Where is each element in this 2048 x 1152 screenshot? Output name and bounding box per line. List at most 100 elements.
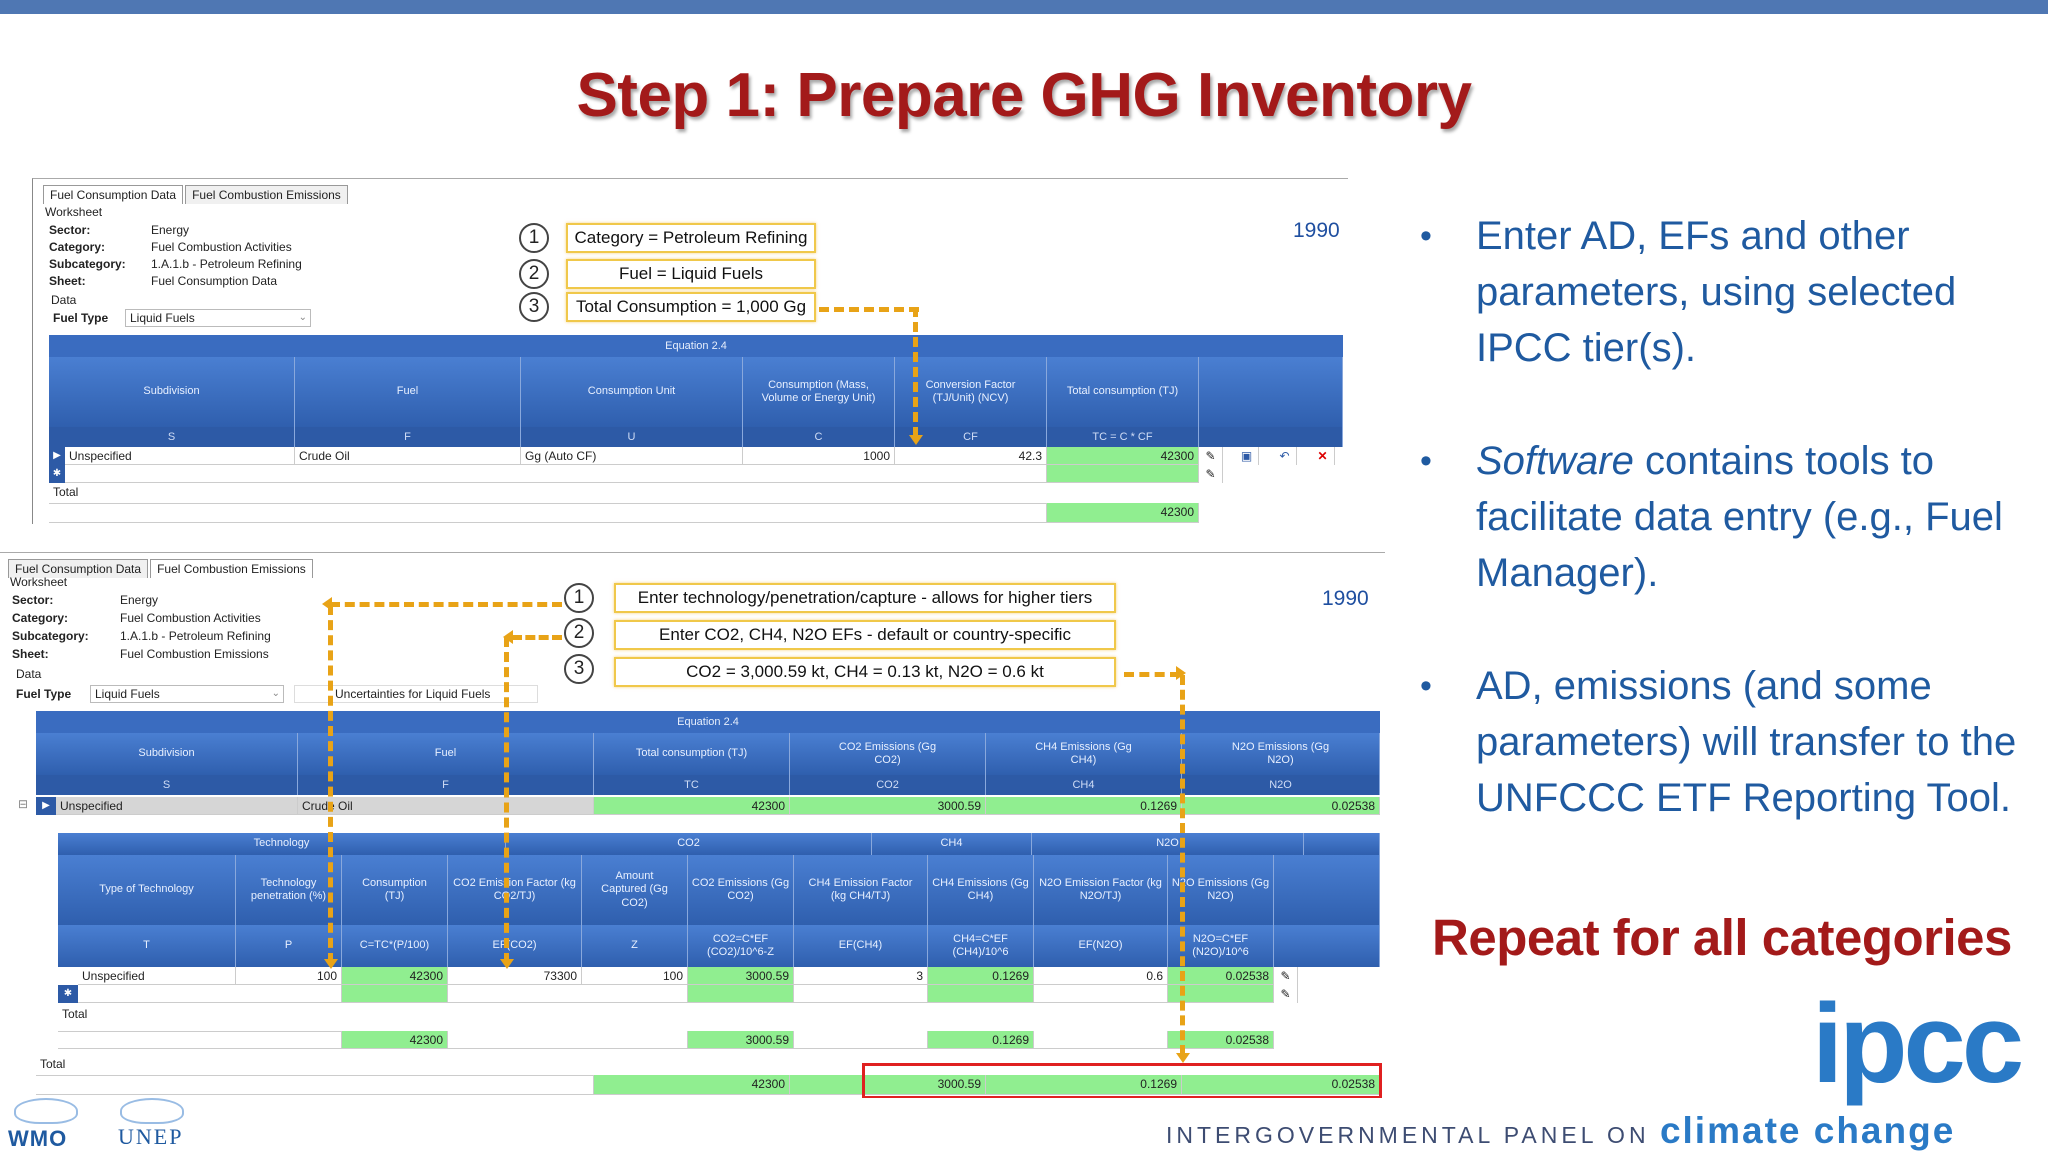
cell-consumption-unit[interactable]: Gg (Auto CF) xyxy=(521,447,743,465)
subheader-ch4[interactable]: CH4 xyxy=(986,775,1182,795)
fuel-type-value: Liquid Fuels xyxy=(130,311,195,325)
fuel-type-select[interactable]: Liquid Fuels ⌄ xyxy=(90,685,284,703)
tech-new-row-icon[interactable]: ✱ xyxy=(58,985,78,1003)
tech-new-edit-icon[interactable]: ✎ xyxy=(1274,985,1298,1003)
row-selector-icon[interactable]: ▶ xyxy=(36,797,56,815)
new-row-total xyxy=(1047,465,1199,483)
tech-cell-type[interactable]: Unspecified xyxy=(78,967,236,985)
subsub-ef-n2o: EF(N2O) xyxy=(1034,925,1168,967)
cell-conversion-factor[interactable]: 42.3 xyxy=(895,447,1047,465)
callout-emissions-result: CO2 = 3,000.59 kt, CH4 = 0.13 kt, N2O = … xyxy=(614,657,1116,687)
tab-fuel-consumption-data[interactable]: Fuel Consumption Data xyxy=(8,559,149,578)
tab-fuel-combustion-emissions[interactable]: Fuel Combustion Emissions xyxy=(185,185,348,204)
subsub-ch4-formula: CH4=C*EF (CH4)/10^6 xyxy=(928,925,1034,967)
callout-number-1: 1 xyxy=(564,583,594,613)
subheader-s[interactable]: S xyxy=(36,775,298,795)
sheet-label: Sheet: xyxy=(12,647,49,661)
subheader-n2o[interactable]: N2O xyxy=(1182,775,1380,795)
total-value: 42300 xyxy=(1047,503,1199,523)
tech-cell-n2o-ef[interactable]: 0.6 xyxy=(1034,967,1168,985)
top-accent-bar xyxy=(0,0,2048,14)
tab-fuel-combustion-emissions[interactable]: Fuel Combustion Emissions xyxy=(150,559,313,578)
header-consumption-unit: Consumption Unit xyxy=(521,357,743,427)
arrow-down-icon xyxy=(324,959,338,969)
subheader-tc[interactable]: TC = C * CF xyxy=(1047,427,1199,447)
tech-total-ch4: 0.1269 xyxy=(928,1031,1034,1049)
tech-cell-penetration[interactable]: 100 xyxy=(236,967,342,985)
tab-fuel-consumption-data[interactable]: Fuel Consumption Data xyxy=(43,185,184,204)
tech-edit-icon[interactable]: ✎ xyxy=(1274,967,1298,985)
new-edit-icon[interactable]: ✎ xyxy=(1199,465,1223,483)
save-icon[interactable]: ▣ xyxy=(1235,447,1259,465)
uncertainties-label: Uncertainties for Liquid Fuels xyxy=(335,687,491,701)
tech-new-ch4ef[interactable] xyxy=(794,985,928,1003)
tech-new-consumption xyxy=(342,985,448,1003)
tech-cell-co2-ef[interactable]: 73300 xyxy=(448,967,582,985)
equation-bar: Equation 2.4 xyxy=(36,711,1380,733)
callout-number-2: 2 xyxy=(519,259,549,289)
arrow-right-icon xyxy=(1176,666,1186,680)
tech-new-n2oef[interactable] xyxy=(1034,985,1168,1003)
tech-total-label: Total xyxy=(62,1007,88,1021)
cell-fuel[interactable]: Crude Oil xyxy=(298,797,594,815)
callout-fuel: Fuel = Liquid Fuels xyxy=(566,259,816,289)
subheader-f[interactable]: F xyxy=(295,427,521,447)
subheader-s[interactable]: S xyxy=(49,427,295,447)
wmo-emblem-icon xyxy=(14,1098,78,1124)
tech-total-consumption: 42300 xyxy=(342,1031,448,1049)
tech-cell-ch4-ef[interactable]: 3 xyxy=(794,967,928,985)
sheet-value: Fuel Combustion Emissions xyxy=(120,647,269,661)
bullet-2-emphasis: Software xyxy=(1476,439,1634,483)
cell-consumption[interactable]: 1000 xyxy=(743,447,895,465)
repeat-callout: Repeat for all categories xyxy=(1432,909,2012,966)
inventory-year: 1990 xyxy=(1322,587,1369,610)
tech-new-row[interactable] xyxy=(78,985,342,1003)
chevron-down-icon: ⌄ xyxy=(271,688,280,699)
tech-new-mid[interactable] xyxy=(448,985,688,1003)
undo-icon[interactable]: ↶ xyxy=(1273,447,1297,465)
row-selector-icon[interactable]: ▶ xyxy=(49,447,65,465)
ipcc-logo: ipcc xyxy=(1812,981,2024,1106)
ipcc-name-suffix: climate change xyxy=(1659,1110,1956,1151)
tech-total-mid xyxy=(448,1031,688,1049)
tech-cell-n2o-emissions: 0.02538 xyxy=(1168,967,1274,985)
bullet-dot: • xyxy=(1420,442,1432,480)
subheader-f[interactable]: F xyxy=(298,775,594,795)
tech-row-selector[interactable] xyxy=(58,967,78,985)
edit-icon[interactable]: ✎ xyxy=(1199,447,1223,465)
group-ch4: CH4 xyxy=(872,833,1032,855)
subhdr-blank xyxy=(1274,855,1380,925)
subcategory-label: Subcategory: xyxy=(12,629,89,643)
cell-co2-emissions: 3000.59 xyxy=(790,797,986,815)
subsub-ef-ch4: EF(CH4) xyxy=(794,925,928,967)
header-ch4-emissions: CH4 Emissions (Gg CH4) xyxy=(986,733,1182,775)
tech-total-gap1 xyxy=(794,1031,928,1049)
subheader-u[interactable]: U xyxy=(521,427,743,447)
subheader-tc[interactable]: TC xyxy=(594,775,790,795)
subheader-c[interactable]: C xyxy=(743,427,895,447)
subcategory-value: 1.A.1.b - Petroleum Refining xyxy=(151,257,302,271)
tech-cell-captured[interactable]: 100 xyxy=(582,967,688,985)
cell-subdivision[interactable]: Unspecified xyxy=(65,447,295,465)
uncertainties-button[interactable]: Uncertainties for Liquid Fuels xyxy=(294,685,538,703)
callout-number-1: 1 xyxy=(519,223,549,253)
equation-bar: Equation 2.4 xyxy=(49,335,1343,357)
new-row[interactable] xyxy=(65,465,1047,483)
delete-icon[interactable]: ✕ xyxy=(1311,447,1335,465)
arrow3-h xyxy=(1124,672,1180,677)
fuel-type-value: Liquid Fuels xyxy=(95,687,160,701)
inventory-year: 1990 xyxy=(1293,219,1340,242)
fuel-type-select[interactable]: Liquid Fuels⌄ xyxy=(125,309,311,327)
subcategory-value: 1.A.1.b - Petroleum Refining xyxy=(120,629,271,643)
sector-value: Energy xyxy=(151,223,190,237)
cell-fuel[interactable]: Crude Oil xyxy=(295,447,521,465)
header-subdivision: Subdivision xyxy=(49,357,295,427)
sector-label: Sector: xyxy=(12,593,54,607)
cell-subdivision[interactable]: Unspecified xyxy=(56,797,298,815)
collapse-icon[interactable]: ⊟ xyxy=(18,797,29,811)
tech-cell-consumption: 42300 xyxy=(342,967,448,985)
subheader-cf[interactable]: CF xyxy=(895,427,1047,447)
total-co2: 3000.59 xyxy=(790,1075,986,1095)
subheader-co2[interactable]: CO2 xyxy=(790,775,986,795)
new-row-icon[interactable]: ✱ xyxy=(49,465,65,483)
